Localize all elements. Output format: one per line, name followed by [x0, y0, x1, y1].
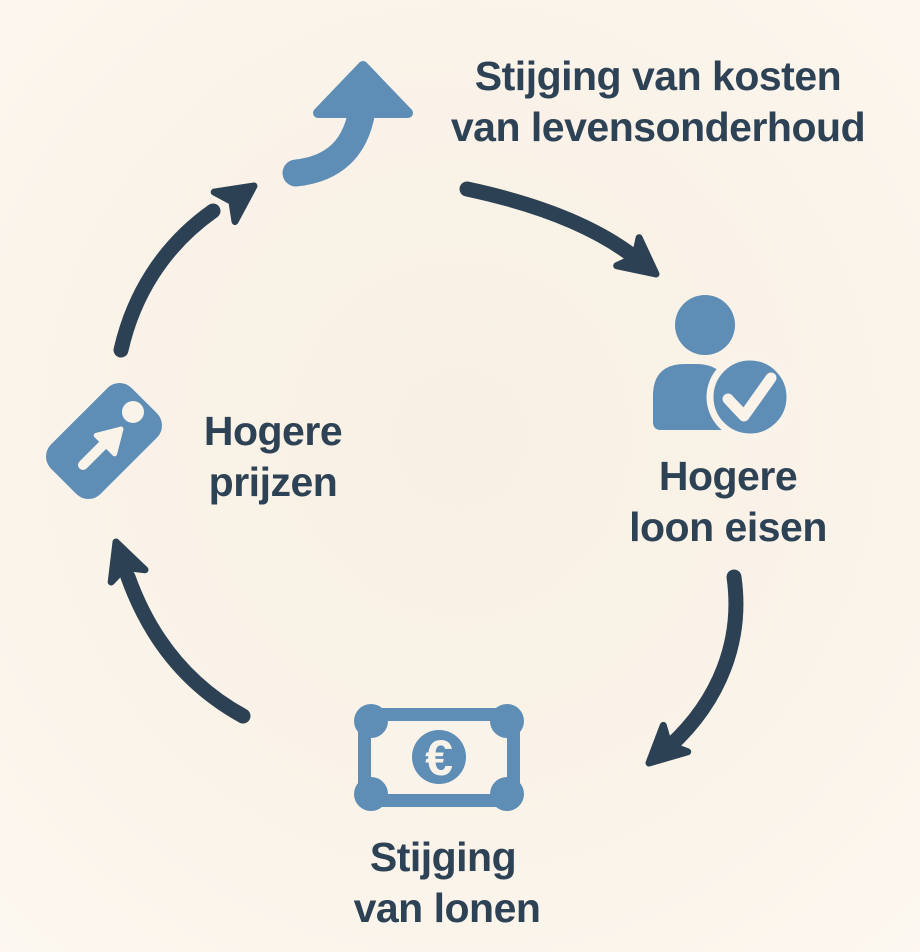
cycle-arrow-right-bottom-line — [662, 569, 744, 754]
wage-rise-label-line1: Stijging — [370, 834, 516, 880]
trend-up-arrow-icon — [282, 61, 413, 187]
person-check-icon — [653, 295, 794, 441]
person-body — [653, 364, 728, 430]
cycle-arrow-bottom-left-head — [107, 538, 149, 586]
label-higher-prices: Hogere prijzen — [204, 408, 343, 505]
cycle-arrow-right-bottom — [645, 569, 744, 767]
label-wage-demands: Hogere loon eisen — [629, 453, 827, 550]
higher-prices-label-line1: Hogere — [204, 408, 342, 454]
cycle-arrow-bottom-left — [107, 538, 251, 724]
cycle-arrow-left-top-head — [210, 182, 258, 225]
trend-arrow-tail — [282, 96, 376, 187]
banknote-notch-top-left — [354, 704, 388, 738]
cycle-arrow-bottom-left-line — [120, 569, 251, 724]
higher-prices-label-line2: prijzen — [209, 459, 338, 505]
banknote-notch-top-right — [490, 704, 524, 738]
cycle-arrow-top-right-line — [459, 181, 641, 264]
trend-arrow-head — [313, 61, 413, 118]
label-cost-of-living: Stijging van kosten van levensonderhoud — [451, 53, 866, 150]
price-tag-hole — [121, 401, 144, 424]
wage-demands-label-line1: Hogere — [659, 453, 797, 499]
cycle-arrow-left-top — [113, 182, 258, 358]
cost-of-living-label-line2: van levensonderhoud — [451, 104, 865, 150]
banknote-center-disc — [412, 730, 466, 784]
price-tag-icon — [45, 382, 163, 500]
check-badge-circle — [706, 353, 794, 441]
wage-demands-label-line2: loon eisen — [629, 504, 827, 550]
person-head — [675, 295, 735, 355]
price-tag-arrow-shaft — [78, 439, 109, 470]
cycle-arrow-top-right — [459, 181, 660, 278]
banknote-notch-bottom-right — [490, 777, 524, 811]
cycle-arrow-left-top-line — [113, 203, 221, 358]
euro-banknote-icon: € — [354, 704, 524, 811]
wage-rise-label-line2: van lonen — [354, 885, 541, 931]
cost-of-living-label-line1: Stijging van kosten — [475, 53, 841, 99]
price-tag-arrow-head — [93, 426, 124, 457]
checkmark-icon — [722, 372, 777, 422]
cycle-arrow-top-right-head — [613, 234, 660, 278]
label-wage-rise: Stijging van lonen — [354, 834, 541, 931]
cycle-arrow-right-bottom-head — [645, 721, 692, 767]
banknote-notch-bottom-left — [354, 777, 388, 811]
euro-symbol: € — [425, 730, 453, 786]
